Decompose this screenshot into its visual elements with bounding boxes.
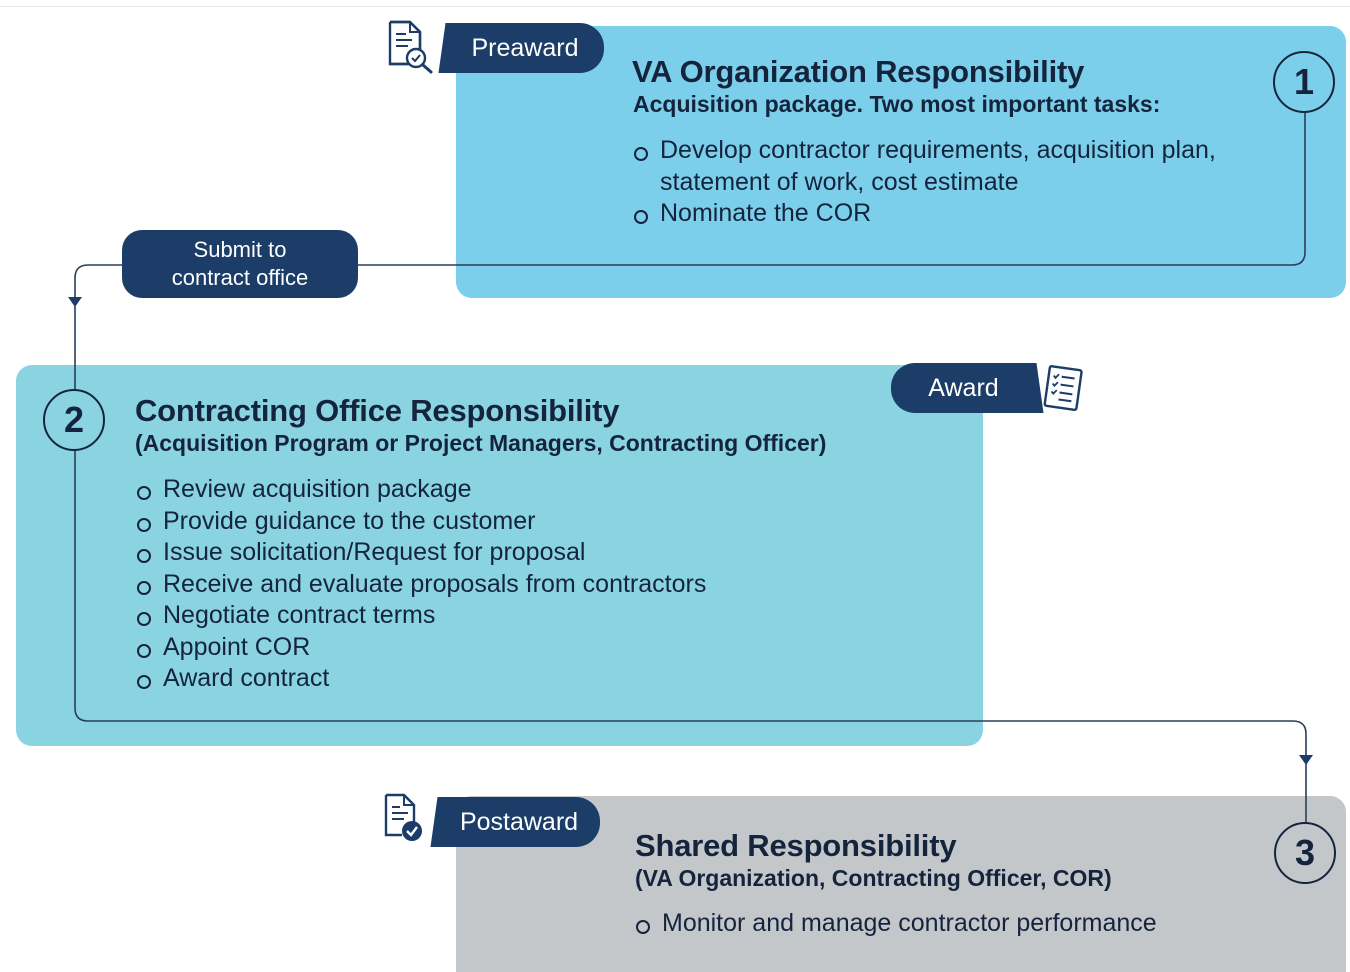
list-item: Monitor and manage contractor performanc… (634, 908, 1274, 940)
document-check-icon (384, 793, 422, 841)
step1-subtitle: Acquisition package. Two most important … (633, 91, 1161, 117)
list-item: Award contract (135, 663, 835, 695)
connector-2-to-3 (74, 306, 1307, 755)
step3-subtitle: (VA Organization, Contracting Officer, C… (635, 865, 1112, 891)
step2-title: Contracting Office Responsibility (135, 393, 620, 428)
step1-panel (456, 26, 1346, 298)
submit-pill-line1: Submit to (193, 237, 287, 262)
step3-number-badge: 3 (1274, 822, 1336, 884)
list-item: Provide guidance to the customer (135, 506, 835, 538)
step2-number-badge: 2 (43, 389, 105, 451)
list-item: Review acquisition package (135, 474, 835, 506)
step1-number-badge: 1 (1273, 51, 1335, 113)
arrow-down-to-step3 (1299, 755, 1313, 765)
list-item: Receive and evaluate proposals from cont… (135, 569, 835, 601)
list-item: Issue solicitation/Request for proposal (135, 537, 835, 569)
document-search-icon (388, 20, 433, 74)
arrow-down-to-step2 (68, 297, 82, 307)
connector-1-to-2 (74, 113, 1306, 298)
submit-to-contract-office-badge: Submit to contract office (122, 230, 358, 298)
list-item: Negotiate contract terms (135, 600, 835, 632)
checklist-document-icon (1043, 365, 1083, 411)
step2-task-list: Review acquisition package Provide guida… (135, 474, 835, 695)
step3-title: Shared Responsibility (635, 828, 957, 863)
top-divider (0, 6, 1350, 7)
step1-task-list: Develop contractor requirements, acquisi… (632, 135, 1272, 230)
preaward-tab: Preaward (446, 23, 604, 73)
preaward-label: Preaward (471, 33, 579, 62)
step1-title: VA Organization Responsibility (632, 54, 1085, 89)
step2-panel (16, 365, 983, 746)
list-item: Develop contractor requirements, acquisi… (632, 135, 1260, 198)
step3-task-list: Monitor and manage contractor performanc… (634, 908, 1274, 940)
postaward-label: Postaward (459, 807, 579, 836)
step2-subtitle: (Acquisition Program or Project Managers… (135, 430, 827, 456)
award-label: Award (928, 373, 999, 402)
postaward-tab: Postaward (438, 797, 600, 847)
step3-panel (456, 796, 1346, 972)
list-item: Nominate the COR (632, 198, 1272, 230)
list-item: Appoint COR (135, 632, 835, 664)
submit-pill-line2: contract office (171, 265, 309, 290)
award-tab: Award (891, 363, 1036, 413)
